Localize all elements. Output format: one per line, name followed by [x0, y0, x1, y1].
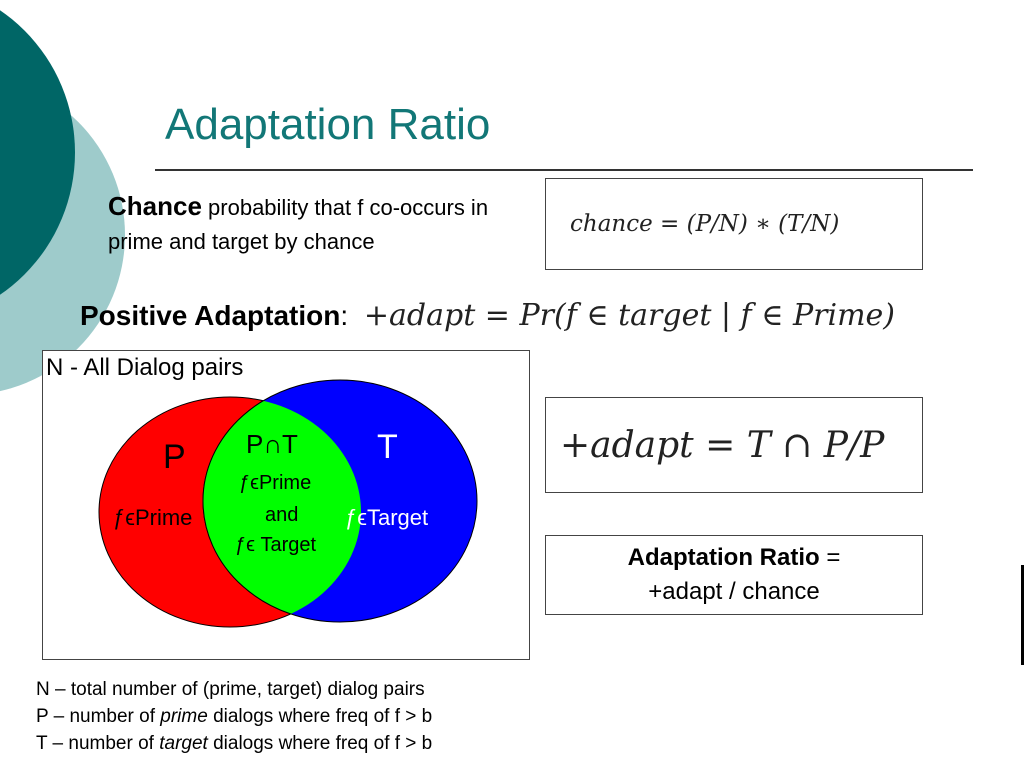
chance-term: Chance [108, 191, 202, 221]
adaptation-ratio-expression: +adapt / chance [648, 578, 820, 605]
edge-bar [1021, 565, 1024, 665]
legend-line-p: P – number of prime dialogs where freq o… [36, 703, 432, 730]
legend-t-suffix: dialogs where freq of f > b [207, 733, 433, 754]
legend-p-emphasis: prime [160, 706, 208, 727]
adaptation-ratio-line1: Adaptation Ratio = [628, 541, 841, 575]
variable-legend: N – total number of (prime, target) dial… [36, 676, 432, 757]
title-divider [155, 169, 973, 171]
chance-definition-text: probability that f co-occurs in prime an… [108, 195, 489, 254]
intersection-line-and: and [265, 504, 299, 526]
venn-shapes [98, 379, 478, 628]
chance-formula: chance = (P/N) ∗ (T/N) [570, 211, 840, 237]
prime-set-description: ƒϵPrime [113, 505, 193, 530]
intersection-line-target: ƒϵ Target [235, 534, 317, 556]
chance-definition: Chance probability that f co-occurs in p… [108, 189, 500, 259]
legend-line-n: N – total number of (prime, target) dial… [36, 679, 425, 700]
positive-adaptation-colon: : [340, 300, 349, 331]
positive-adaptation-term: Positive Adaptation [80, 300, 341, 331]
slide-title: Adaptation Ratio [165, 100, 491, 149]
adaptation-ratio-label: Adaptation Ratio [627, 544, 820, 571]
prime-set-label: P [163, 438, 186, 476]
legend-t-prefix: T – number of [36, 733, 160, 754]
adapt-formula: +adapt = T ∩ P/P [560, 424, 885, 466]
legend-line-t: T – number of target dialogs where freq … [36, 730, 432, 757]
intersection-line-prime: ƒϵPrime [239, 472, 312, 494]
adaptation-ratio-box: Adaptation Ratio = +adapt / chance [545, 535, 923, 615]
legend-t-emphasis: target [159, 733, 208, 754]
chance-formula-box: chance = (P/N) ∗ (T/N) [545, 178, 923, 270]
positive-adaptation: Positive Adaptation: +adapt = Pr(f ∈ tar… [80, 298, 895, 333]
adapt-formula-box: +adapt = T ∩ P/P [545, 397, 923, 493]
legend-p-suffix: dialogs where freq of f > b [207, 706, 433, 727]
legend-p-prefix: P – number of [36, 706, 161, 727]
intersection-label: P∩T [246, 429, 298, 459]
venn-caption: N - All Dialog pairs [46, 354, 244, 381]
venn-diagram: N - All Dialog pairs P ƒϵPrime P∩T ƒϵPri… [42, 350, 530, 660]
adaptation-ratio-equals: = [819, 544, 841, 571]
target-set-label: T [377, 428, 398, 466]
target-set-description: ƒϵTarget [345, 505, 429, 530]
positive-adaptation-formula: +adapt = Pr(f ∈ target | f ∈ Prime) [363, 298, 895, 333]
